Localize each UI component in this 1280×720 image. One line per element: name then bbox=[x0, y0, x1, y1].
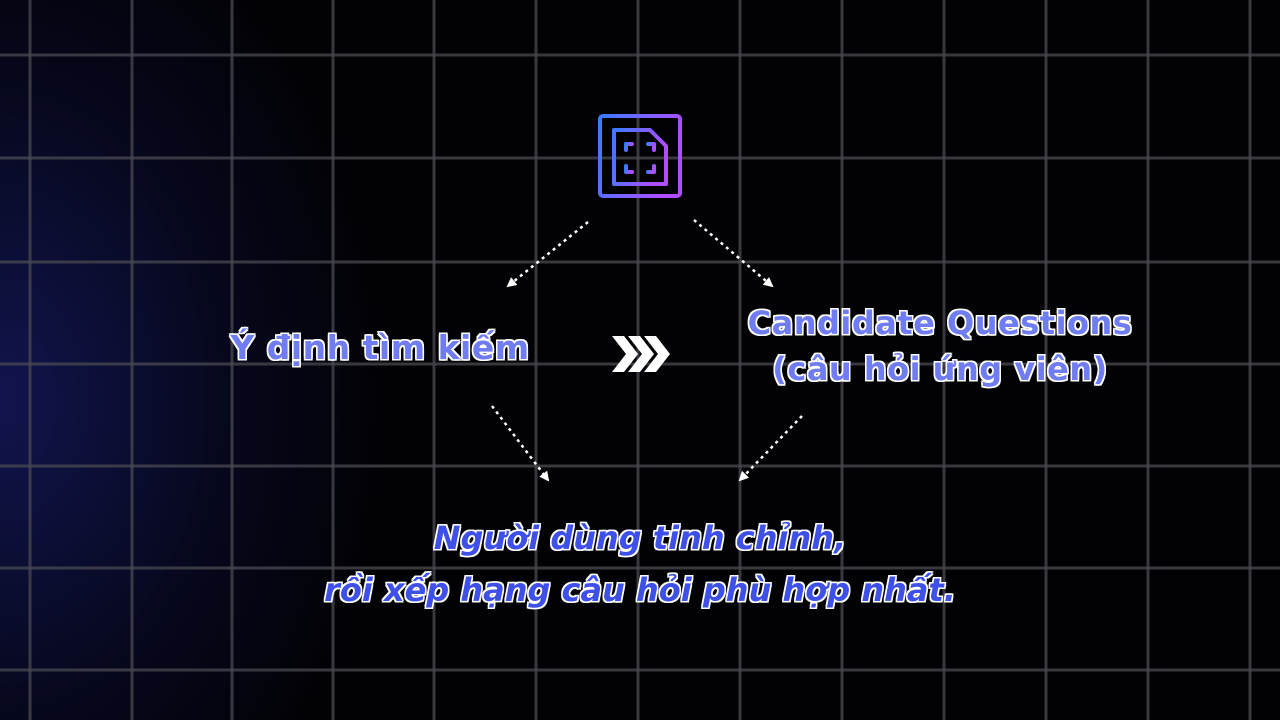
candidate-questions-subtitle: (câu hỏi ứng viên) bbox=[772, 350, 1108, 388]
search-intent-label: Ý định tìm kiếm bbox=[230, 328, 530, 367]
arrow-candidate-to-result bbox=[738, 415, 803, 482]
triple-chevron-right-icon bbox=[612, 336, 670, 372]
arrow-chip-to-candidate bbox=[693, 219, 774, 288]
refine-rank-line-2: rồi xếp hạng câu hỏi phù hợp nhất. bbox=[324, 571, 956, 609]
refine-rank-line-1: Người dùng tinh chỉnh, bbox=[433, 519, 847, 557]
arrow-chip-to-intent bbox=[506, 221, 589, 288]
candidate-questions-title: Candidate Questions bbox=[747, 304, 1133, 342]
arrow-intent-to-result bbox=[491, 405, 550, 482]
candidate-questions-label: Candidate Questions (câu hỏi ứng viên) bbox=[700, 300, 1180, 392]
cpu-chip-icon bbox=[580, 94, 700, 216]
refine-rank-caption: Người dùng tinh chỉnh, rồi xếp hạng câu … bbox=[240, 512, 1040, 616]
